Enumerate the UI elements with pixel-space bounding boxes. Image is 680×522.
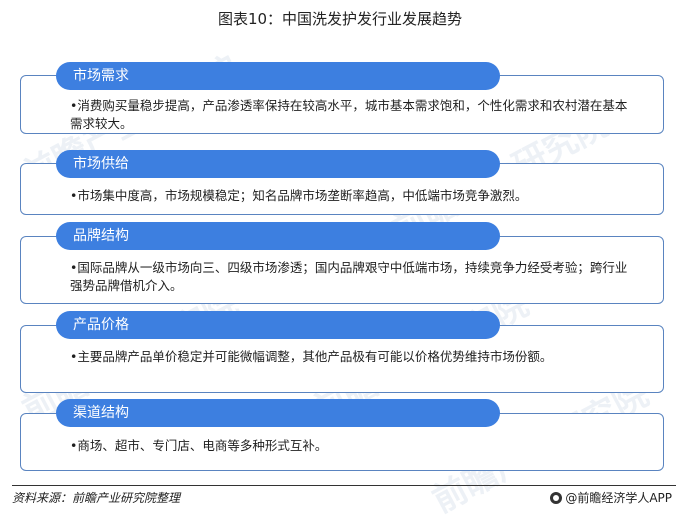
section-text-demand: •消费购买量稳步提高，产品渗透率保持在较高水平，城市基本需求饱和，个性化需求和农… [70,98,628,131]
section-header-brand: 品牌结构 [56,222,500,250]
footer-divider [12,485,676,486]
section-text-price: •主要品牌产品单价稳定并可能微幅调整，其他产品极有可能以价格优势维持市场份额。 [70,349,553,364]
source-note: 资料来源：前瞻产业研究院整理 [12,491,181,505]
section-header-demand: 市场需求 [56,62,500,90]
section-header-channel: 渠道结构 [56,399,500,427]
section-text-brand: •国际品牌从一级市场向三、四级市场渗透；国内品牌艰守中低端市场，持续竞争力经受考… [70,260,628,293]
section-text-supply: •市场集中度高，市场规模稳定；知名品牌市场垄断率趋高，中低端市场竞争激烈。 [70,188,528,203]
section-header-supply: 市场供给 [56,150,500,178]
section-header-price: 产品价格 [56,311,500,339]
brand-credit-text: @前瞻经济学人APP [565,491,672,505]
section-text-channel: •商场、超市、专门店、电商等多种形式互补。 [70,438,328,453]
brand-logo-icon [550,491,563,504]
brand-credit: @前瞻经济学人APP [550,489,672,506]
chart-title: 图表10：中国洗发护发行业发展趋势 [217,10,463,28]
